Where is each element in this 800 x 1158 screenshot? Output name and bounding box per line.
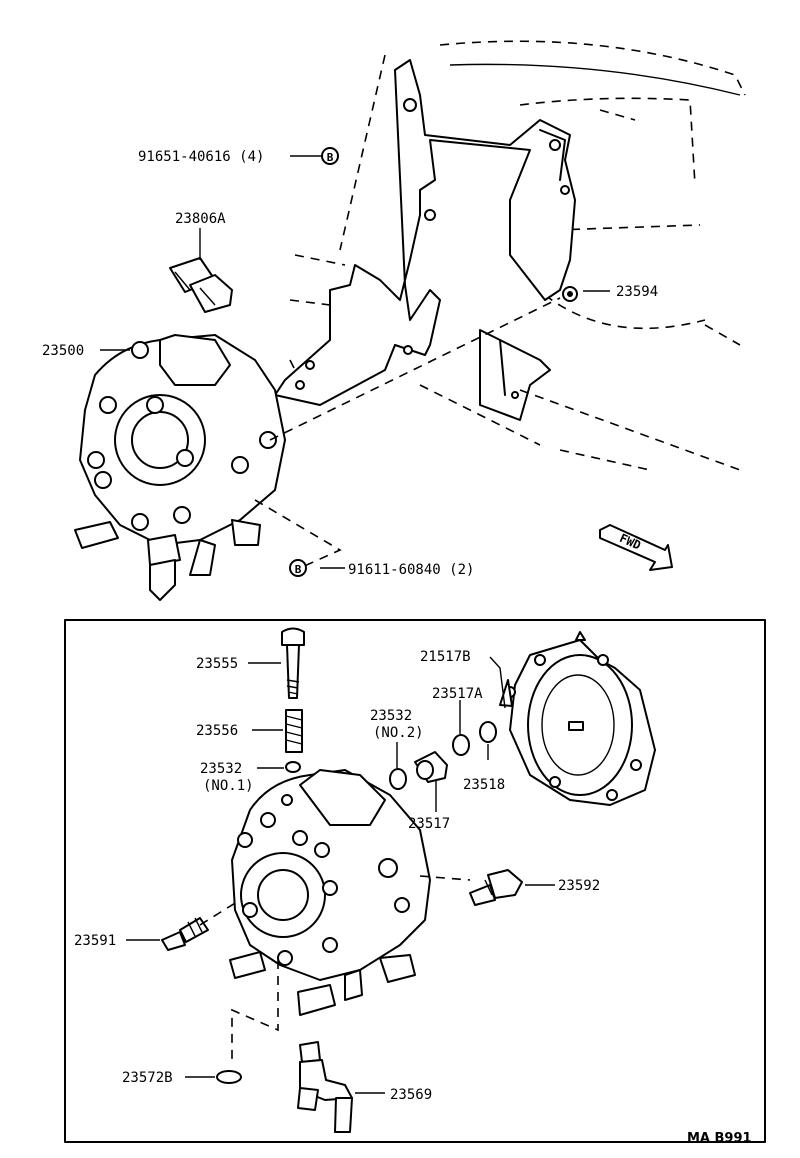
label-bolt-4: 91651-40616 (4) — [138, 149, 264, 165]
bolt-marker-4: B — [321, 147, 339, 165]
bracket-23594 — [274, 59, 578, 421]
gasket-23572b — [216, 1070, 242, 1084]
label-connector: 23592 — [558, 878, 600, 894]
engine-outline — [289, 40, 746, 471]
label-o-ring-no2: 23532 — [370, 708, 412, 724]
o-ring-no2 — [389, 768, 407, 790]
bolt-marker-4-letter: B — [327, 151, 334, 164]
bolt-marker-2: B — [289, 559, 307, 577]
bottom-leaders — [126, 656, 555, 1094]
connector-23592 — [469, 869, 523, 906]
label-o-ring-no1-sub: (NO.1) — [203, 778, 254, 794]
label-gasket-a: 23517A — [432, 686, 483, 702]
label-gasket: 23518 — [463, 777, 505, 793]
label-elbow: 23569 — [390, 1087, 432, 1103]
label-gasket-b: 23572B — [122, 1070, 173, 1086]
label-regulator-assy: 23500 — [42, 343, 84, 359]
fwd-arrow-icon: FWD — [599, 524, 673, 571]
label-o-ring-no1: 23532 — [200, 761, 242, 777]
label-o-ring-no2-sub: (NO.2) — [373, 725, 424, 741]
exploded-view-frame — [64, 619, 766, 1143]
top-leaders — [100, 155, 610, 569]
label-spring: 23556 — [196, 723, 238, 739]
label-diaphragm-cover: 21517B — [420, 649, 471, 665]
label-union: 23806A — [175, 211, 226, 227]
label-bracket: 23594 — [616, 284, 658, 300]
elbow-23569 — [297, 1041, 353, 1133]
figure-code: MA B991 — [687, 1131, 752, 1146]
gasket-23518 — [479, 721, 497, 743]
label-bolt-2: 91611-60840 (2) — [348, 562, 474, 578]
diaphragm-cover-21517b — [499, 631, 656, 806]
valve-23591 — [161, 917, 209, 951]
screw-23555 — [281, 627, 305, 699]
regulator-body — [229, 769, 431, 1016]
bolt-marker-2-letter: B — [295, 563, 302, 576]
label-valve: 23591 — [74, 933, 116, 949]
label-screw: 23555 — [196, 656, 238, 672]
union-23806a — [169, 257, 233, 313]
label-plug: 23517 — [408, 816, 450, 832]
gasket-23517a — [452, 734, 470, 756]
plug-23517 — [414, 751, 448, 783]
regulator-assy-top — [74, 334, 286, 601]
o-ring-no1 — [285, 761, 301, 773]
spring-23556 — [285, 709, 303, 753]
